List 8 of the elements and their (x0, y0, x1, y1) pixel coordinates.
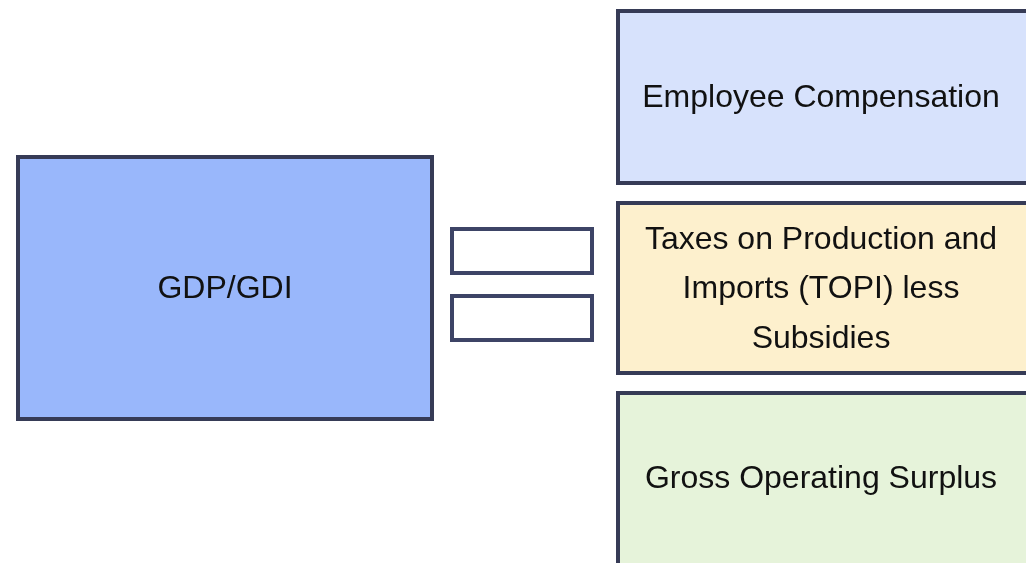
box (616, 201, 1026, 375)
box-label: Employee Compensation (642, 77, 1000, 117)
box-label: Taxes on Production and Imports (TOPI) less Subsidies (643, 218, 999, 357)
box (616, 9, 1026, 185)
box-label: Gross Operating Surplus (644, 458, 998, 498)
box (16, 155, 434, 421)
box (616, 391, 1026, 563)
box-label: GDP/GDI (157, 268, 293, 308)
